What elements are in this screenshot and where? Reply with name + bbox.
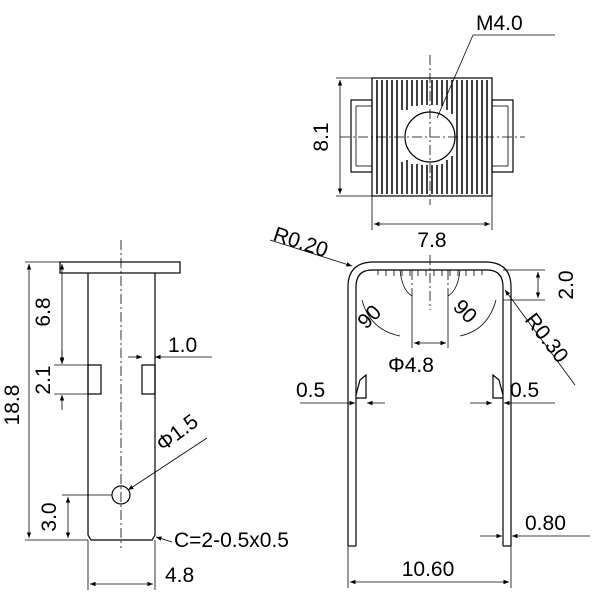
- side-width-label: 4.8: [165, 564, 194, 587]
- side-bottom-label: 3.0: [38, 502, 61, 531]
- front-angle-right-label: 90: [448, 295, 481, 328]
- thread-label: M4.0: [476, 12, 523, 35]
- front-top-height-label: 2.0: [555, 270, 578, 299]
- side-total-height-label: 18.8: [1, 385, 24, 426]
- front-thickness-label: 0.80: [525, 512, 566, 535]
- top-height-label: 8.1: [310, 122, 333, 151]
- front-span-label: 10.60: [402, 558, 455, 581]
- top-width-label: 7.8: [417, 229, 446, 252]
- side-chamfer-label: C=2-0.5x0.5: [174, 529, 289, 552]
- front-hole-label: Φ4.8: [388, 354, 434, 377]
- side-hole-label: Φ1.5: [152, 410, 203, 456]
- top-view: M4.0 8.1 7.8: [310, 12, 555, 252]
- front-barb-right-label: 0.5: [510, 379, 539, 402]
- front-view-body: [347, 255, 512, 547]
- side-slot-height-label: 2.1: [32, 365, 55, 394]
- front-radius-right-label: R0.30: [520, 309, 573, 367]
- top-view-body: [340, 55, 525, 205]
- side-slot-width-label: 1.0: [168, 334, 197, 357]
- front-barb-left-label: 0.5: [296, 379, 325, 402]
- front-radius-left-label: R0.20: [270, 223, 330, 262]
- side-view: 18.8 6.8 2.1 1.0 Φ1.5 3.0 C=2-0.5x0.5 4.…: [1, 240, 289, 590]
- front-view: R0.20 2.0 90 90 R0.30 Φ4.8 0.5 0.5 0.80: [269, 223, 590, 588]
- side-upper-label: 6.8: [32, 297, 55, 326]
